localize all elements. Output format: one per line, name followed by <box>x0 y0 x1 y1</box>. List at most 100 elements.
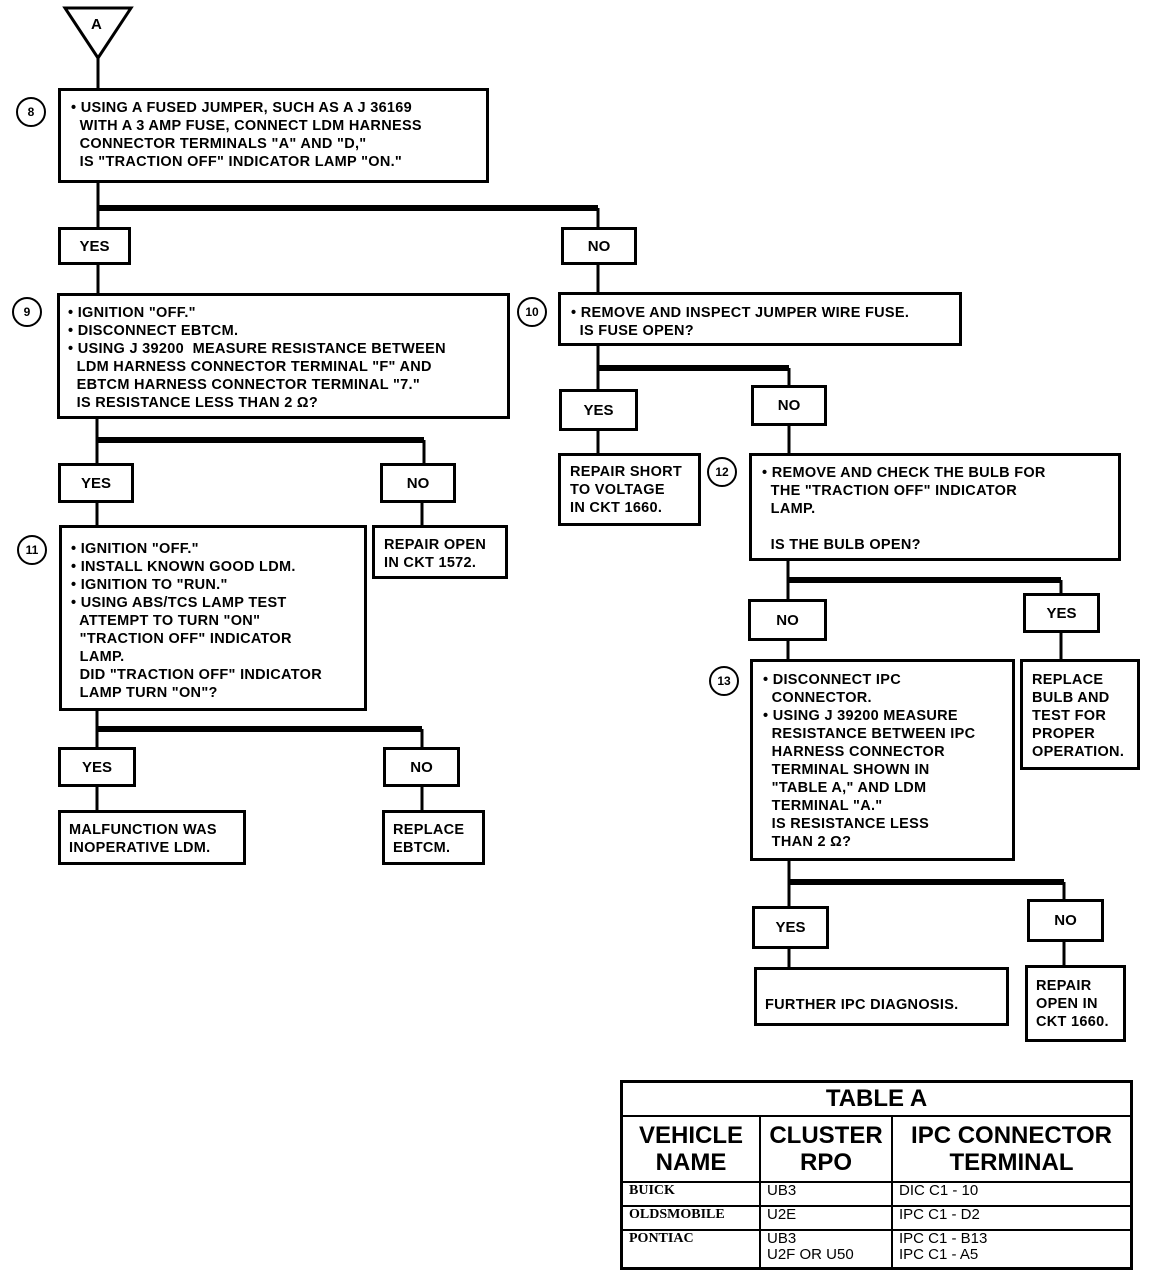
text-line: IS THE BULB OPEN? <box>762 537 921 553</box>
text-line <box>762 518 1108 536</box>
rpo-value: UB3 <box>767 1182 797 1199</box>
cluster-rpo-cell: U2E <box>759 1205 893 1231</box>
text-line: REPLACE <box>393 822 465 838</box>
step-10-yes-label: YES <box>559 389 638 431</box>
text-line: FURTHER IPC DIAGNOSIS. <box>765 997 959 1013</box>
header-line: RPO <box>799 1149 852 1176</box>
text-line: REPAIR <box>1036 978 1092 994</box>
text-line: EBTCM HARNESS CONNECTOR TERMINAL "7." <box>68 377 420 393</box>
step-12-box: • REMOVE AND CHECK THE BULB FOR THE "TRA… <box>749 453 1121 561</box>
text-line: • REMOVE AND INSPECT JUMPER WIRE FUSE. <box>571 305 910 321</box>
text-line: WITH A 3 AMP FUSE, CONNECT LDM HARNESS <box>71 118 422 134</box>
step-number-10: 10 <box>517 297 547 327</box>
text-line: OPEN IN <box>1036 996 1098 1012</box>
text-line: CONNECTOR. <box>763 690 872 706</box>
terminal-cell: IPC C1 - B13 IPC C1 - A5 <box>891 1229 1133 1270</box>
text-line: • DISCONNECT EBTCM. <box>68 323 239 339</box>
step-13-no-label: NO <box>1027 899 1104 942</box>
step-number-13: 13 <box>709 666 739 696</box>
text-line: TERMINAL SHOWN IN <box>763 762 930 778</box>
text-line: TERMINAL "A." <box>763 798 883 814</box>
text-line: • USING A FUSED JUMPER, SUCH AS A J 3616… <box>71 100 413 116</box>
terminal-cell: DIC C1 - 10 <box>891 1181 1133 1207</box>
step-9-yes-label: YES <box>58 463 134 503</box>
text-line: TEST FOR <box>1032 708 1107 724</box>
text-line: "TABLE A," AND LDM <box>763 780 927 796</box>
text-line: • IGNITION TO "RUN." <box>71 577 228 593</box>
step-11-no-label: NO <box>383 747 460 787</box>
text-line: LAMP. <box>71 649 125 665</box>
step-number-8: 8 <box>16 97 46 127</box>
text-line: • REMOVE AND CHECK THE BULB FOR <box>762 465 1046 481</box>
result-malfunction: MALFUNCTION WAS INOPERATIVE LDM. <box>58 810 246 865</box>
table-a-header-rpo: CLUSTER RPO <box>759 1115 893 1183</box>
header-line: TERMINAL <box>949 1149 1074 1176</box>
result-repair-open-1660: REPAIR OPEN IN CKT 1660. <box>1025 965 1126 1042</box>
table-a-header-vehicle: VEHICLE NAME <box>620 1115 761 1183</box>
header-line: NAME <box>655 1149 727 1176</box>
table-row: BUICK UB3 DIC C1 - 10 <box>620 1181 1133 1207</box>
table-row: OLDSMOBILE U2E IPC C1 - D2 <box>620 1205 1133 1231</box>
text-line: REPAIR OPEN <box>384 537 487 553</box>
step-10-box: • REMOVE AND INSPECT JUMPER WIRE FUSE. I… <box>558 292 962 346</box>
table-row: PONTIAC UB3 U2F OR U50 IPC C1 - B13 IPC … <box>620 1229 1133 1270</box>
terminal-value: IPC C1 - B13 <box>899 1230 988 1247</box>
text-line: • IGNITION "OFF." <box>71 541 199 557</box>
header-line: VEHICLE <box>638 1122 743 1149</box>
text-line: LDM HARNESS CONNECTOR TERMINAL "F" AND <box>68 359 432 375</box>
header-line: CLUSTER <box>769 1122 883 1149</box>
text-line: REPAIR SHORT <box>570 464 683 480</box>
text-line: HARNESS CONNECTOR <box>763 744 945 760</box>
text-line: • IGNITION "OFF." <box>68 305 196 321</box>
text-line: "TRACTION OFF" INDICATOR <box>71 631 292 647</box>
step-11-box: • IGNITION "OFF." • INSTALL KNOWN GOOD LD… <box>59 525 367 711</box>
text-line: RESISTANCE BETWEEN IPC <box>763 726 976 742</box>
rpo-value: U2F OR U50 <box>767 1246 854 1263</box>
text-line: IN CKT 1572. <box>384 555 477 571</box>
result-repair-open-1572: REPAIR OPEN IN CKT 1572. <box>372 525 508 579</box>
vehicle-name-cell: BUICK <box>620 1181 761 1207</box>
step-9-no-label: NO <box>380 463 456 503</box>
rpo-value: U2E <box>767 1206 797 1223</box>
cluster-rpo-cell: UB3 U2F OR U50 <box>759 1229 893 1270</box>
text-line: BULB AND <box>1032 690 1110 706</box>
step-13-box: • DISCONNECT IPC CONNECTOR. • USING J 392… <box>750 659 1015 861</box>
table-a-header-terminal: IPC CONNECTOR TERMINAL <box>891 1115 1133 1183</box>
text-line: ATTEMPT TO TURN "ON" <box>71 613 261 629</box>
text-line: IN CKT 1660. <box>570 500 663 516</box>
step-8-box: • USING A FUSED JUMPER, SUCH AS A J 3616… <box>58 88 489 183</box>
step-number-12: 12 <box>707 457 737 487</box>
terminal-value: IPC C1 - A5 <box>899 1246 979 1263</box>
text-line: IS RESISTANCE LESS <box>763 816 930 832</box>
start-connector-label: A <box>91 16 102 33</box>
text-line: CKT 1660. <box>1036 1014 1109 1030</box>
text-line: THAN 2 Ω? <box>763 834 852 850</box>
step-13-yes-label: YES <box>752 906 829 949</box>
header-line: IPC CONNECTOR <box>911 1122 1112 1149</box>
text-line: • USING J 39200 MEASURE <box>763 708 958 724</box>
text-line: THE "TRACTION OFF" INDICATOR <box>762 483 1018 499</box>
text-line: CONNECTOR TERMINALS "A" AND "D," <box>71 136 367 152</box>
text-line: EBTCM. <box>393 840 451 856</box>
step-9-box: • IGNITION "OFF."• DISCONNECT EBTCM.• US… <box>57 293 510 419</box>
step-12-no-label: NO <box>748 599 827 641</box>
text-line: REPLACE <box>1032 672 1104 688</box>
text-line: INOPERATIVE LDM. <box>69 840 211 856</box>
text-line: • INSTALL KNOWN GOOD LDM. <box>71 559 296 575</box>
rpo-value: UB3 <box>767 1230 797 1247</box>
step-8-yes-label: YES <box>58 227 131 265</box>
step-8-no-label: NO <box>561 227 637 265</box>
terminal-value: DIC C1 - 10 <box>899 1182 979 1199</box>
text-line: MALFUNCTION WAS <box>69 822 217 838</box>
text-line: • DISCONNECT IPC <box>763 672 901 688</box>
text-line: IS FUSE OPEN? <box>571 323 694 339</box>
step-number-9: 9 <box>12 297 42 327</box>
result-further-ipc: FURTHER IPC DIAGNOSIS. <box>754 967 1009 1026</box>
table-a-title: TABLE A <box>620 1080 1133 1117</box>
table-a: TABLE A VEHICLE NAME CLUSTER RPO IPC CON… <box>620 1080 1133 1270</box>
step-12-yes-label: YES <box>1023 593 1100 633</box>
vehicle-name-cell: OLDSMOBILE <box>620 1205 761 1231</box>
